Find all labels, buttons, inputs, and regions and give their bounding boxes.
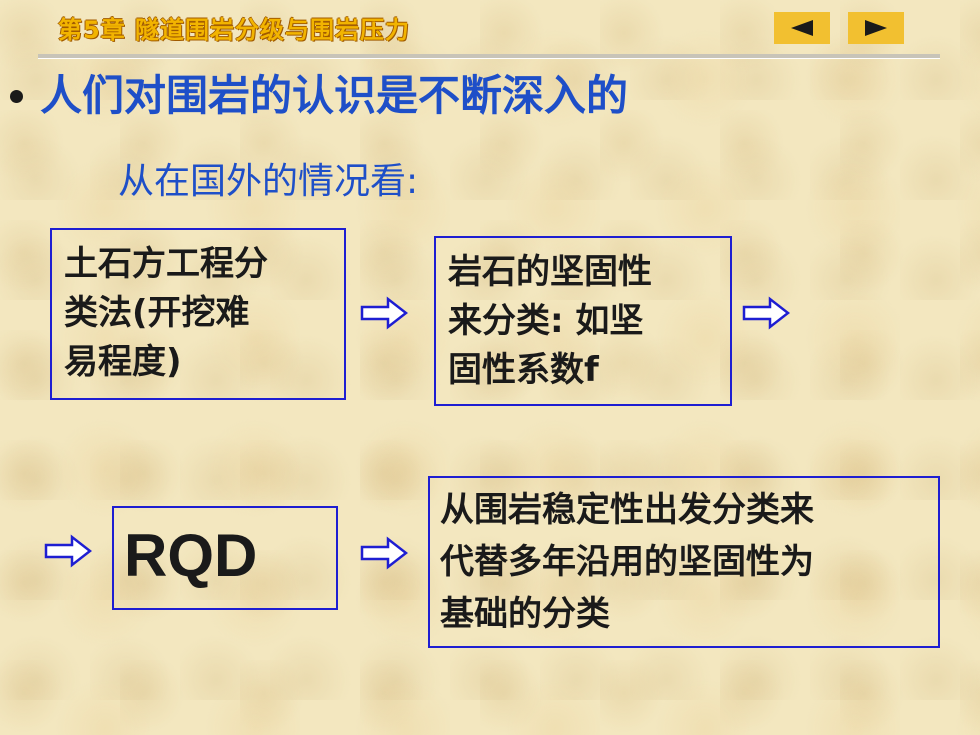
box-line: 类法(开挖难 (64, 293, 250, 333)
box-line: 从围岩稳定性出发分类来 (440, 490, 814, 530)
previous-slide-button[interactable] (774, 12, 830, 44)
box-line: 土石方工程分 (64, 244, 268, 284)
box-line: 基础的分类 (440, 594, 610, 634)
box-line: 固性系数f (448, 350, 599, 390)
triangle-left-icon (791, 20, 813, 36)
flow-box-rqd: RQD (112, 506, 338, 610)
box-line: 岩石的坚固性 (448, 252, 652, 292)
page-heading: 人们对围岩的认识是不断深入的 (40, 71, 629, 120)
flow-box-earthwork-classification: 土石方工程分 类法(开挖难 易程度) (50, 228, 346, 400)
bullet-dot (10, 90, 23, 103)
hollow-right-arrow-icon (360, 536, 408, 570)
next-slide-button[interactable] (848, 12, 904, 44)
box-line: 易程度) (64, 342, 182, 382)
header-divider (38, 54, 940, 59)
hollow-right-arrow-icon (360, 296, 408, 330)
box-line: 来分类: 如坚 (448, 301, 644, 341)
chapter-title: 第5章 隧道围岩分级与围岩压力 (58, 16, 411, 44)
hollow-right-arrow-icon (742, 296, 790, 330)
box-line: 代替多年沿用的坚固性为 (440, 542, 814, 582)
flow-box-rock-firmness: 岩石的坚固性 来分类: 如坚 固性系数f (434, 236, 732, 406)
hollow-right-arrow-icon (44, 534, 92, 568)
subheading: 从在国外的情况看: (118, 161, 419, 202)
triangle-right-icon (865, 20, 887, 36)
flow-box-stability-classification: 从围岩稳定性出发分类来 代替多年沿用的坚固性为 基础的分类 (428, 476, 940, 648)
